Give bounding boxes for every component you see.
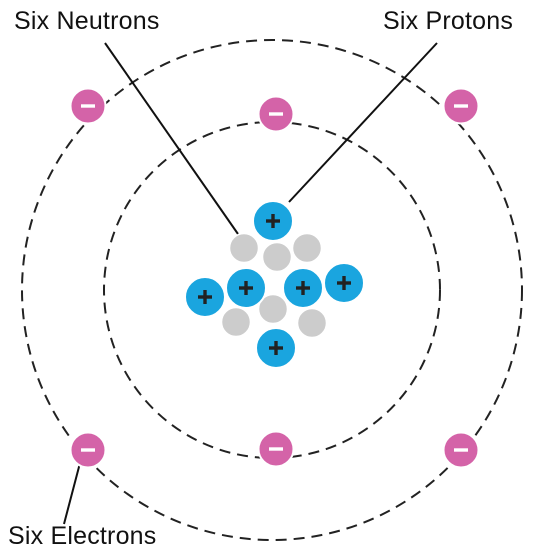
- neutrons: [220, 232, 328, 339]
- electron-4: [69, 431, 107, 469]
- neutron-4: [220, 306, 252, 338]
- neutron-3: [291, 232, 323, 264]
- electron-2: [257, 95, 295, 133]
- proton-5: [323, 262, 365, 304]
- neutrons-label: Six Neutrons: [14, 7, 160, 35]
- electron-6: [442, 431, 480, 469]
- electron-3: [442, 87, 480, 125]
- inner-electron-shell: [103, 121, 441, 459]
- electrons-label: Six Electrons: [8, 522, 157, 550]
- neutron-2: [261, 241, 293, 273]
- neutron-5: [257, 293, 289, 325]
- neutron-1: [228, 232, 260, 264]
- proton-1: [252, 200, 294, 242]
- electron-1: [69, 87, 107, 125]
- proton-4: [282, 267, 324, 309]
- electrons-leader-line: [63, 462, 81, 525]
- protons: [184, 200, 365, 369]
- proton-2: [184, 276, 226, 318]
- neutron-6: [296, 307, 328, 339]
- proton-3: [225, 267, 267, 309]
- protons-label: Six Protons: [383, 7, 514, 35]
- electrons: [69, 87, 480, 469]
- protons-leader-line: [288, 42, 438, 203]
- proton-6: [255, 327, 297, 369]
- outer-electron-shell: [21, 39, 523, 541]
- electron-5: [257, 430, 295, 468]
- neutrons-leader-line: [104, 42, 239, 235]
